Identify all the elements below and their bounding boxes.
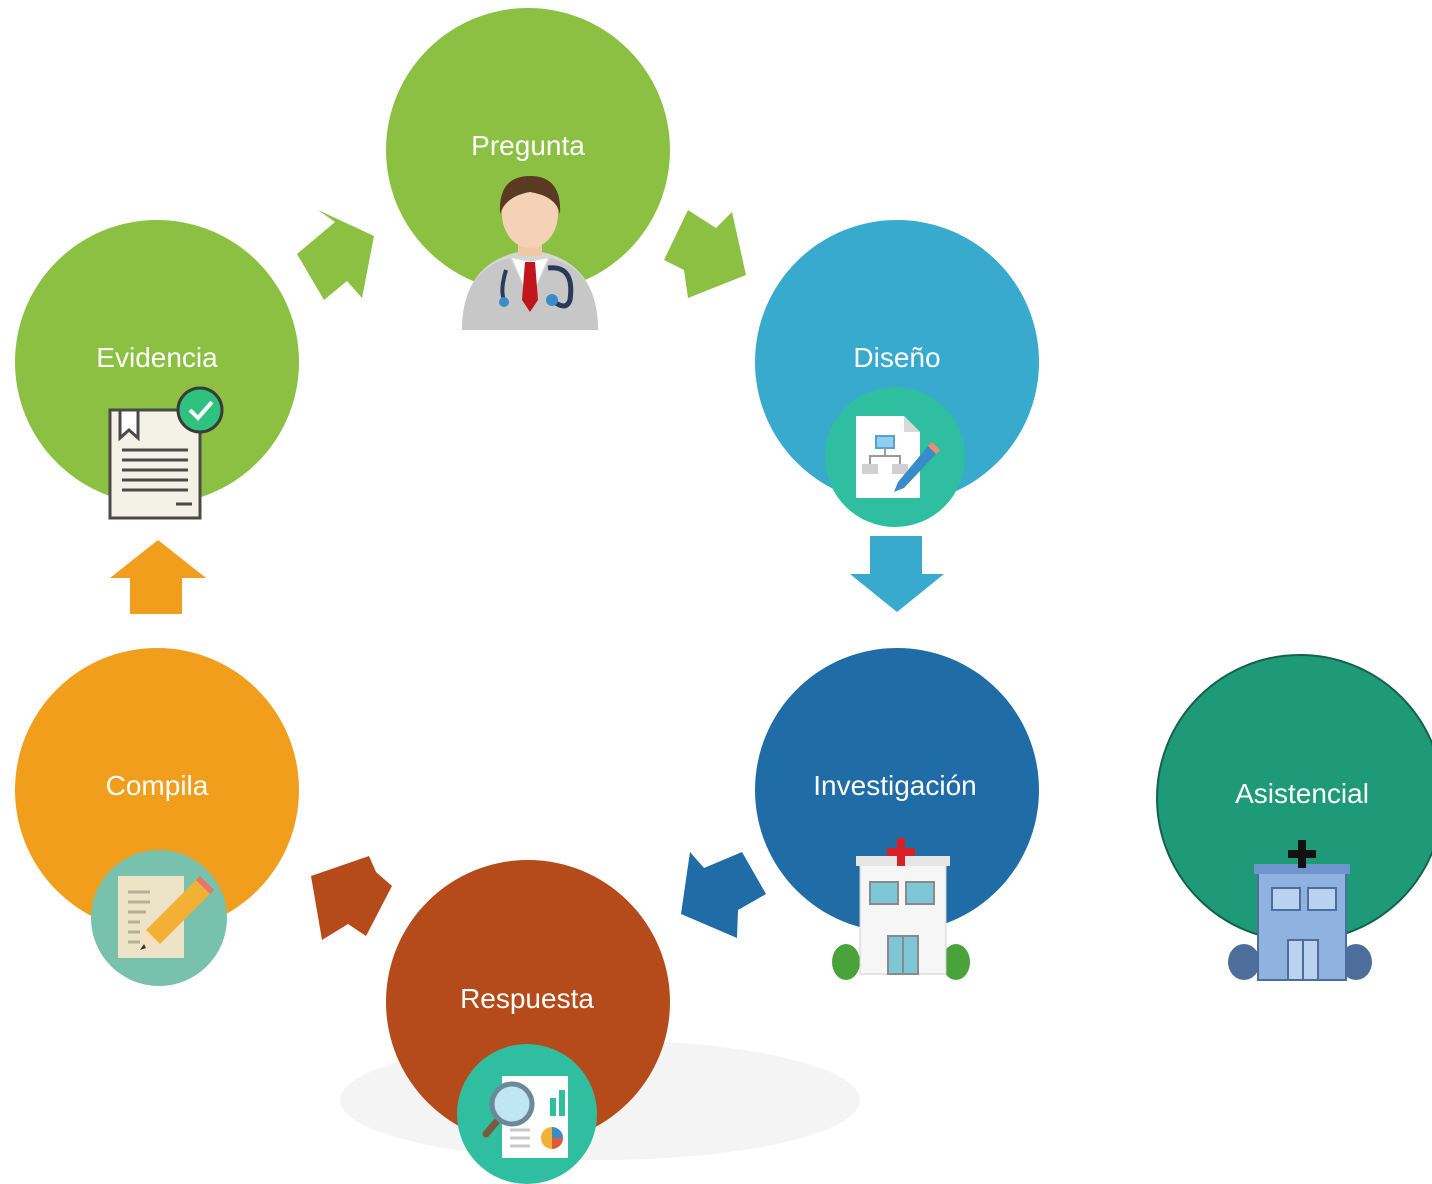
node-respuesta-circle [386,860,670,1144]
certificate-check-icon [108,386,224,520]
node-diseno-label: Diseño [853,342,941,373]
hospital-icon [832,838,970,980]
arrow-evidencia-to-pregunta [297,210,374,300]
node-evidencia-label: Evidencia [96,342,218,373]
arrow-respuesta-to-compila [311,856,392,940]
node-asistencial-label: Asistencial [1235,778,1369,809]
node-compila-label: Compila [105,770,209,801]
node-pregunta-circle [386,8,670,292]
document-edit-icon [825,387,965,527]
notepad-pencil-icon [91,850,227,986]
arrow-compila-to-evidencia [110,540,206,614]
node-evidencia-circle [15,220,299,504]
arrow-diseno-to-investigacion [850,536,944,612]
node-diseno-circle [755,220,1039,504]
node-compila-circle [15,648,299,932]
arrow-pregunta-to-diseno [664,210,746,298]
doctor-icon [462,176,598,330]
node-investigacion-circle [755,648,1039,932]
node-respuesta-label: Respuesta [460,983,594,1014]
arrow-investigacion-to-respuesta [681,852,766,938]
node-investigacion-label: Investigación [813,770,977,801]
hospital-icon [1228,840,1372,981]
report-search-icon [457,1044,597,1184]
node-pregunta-label: Pregunta [471,130,585,161]
